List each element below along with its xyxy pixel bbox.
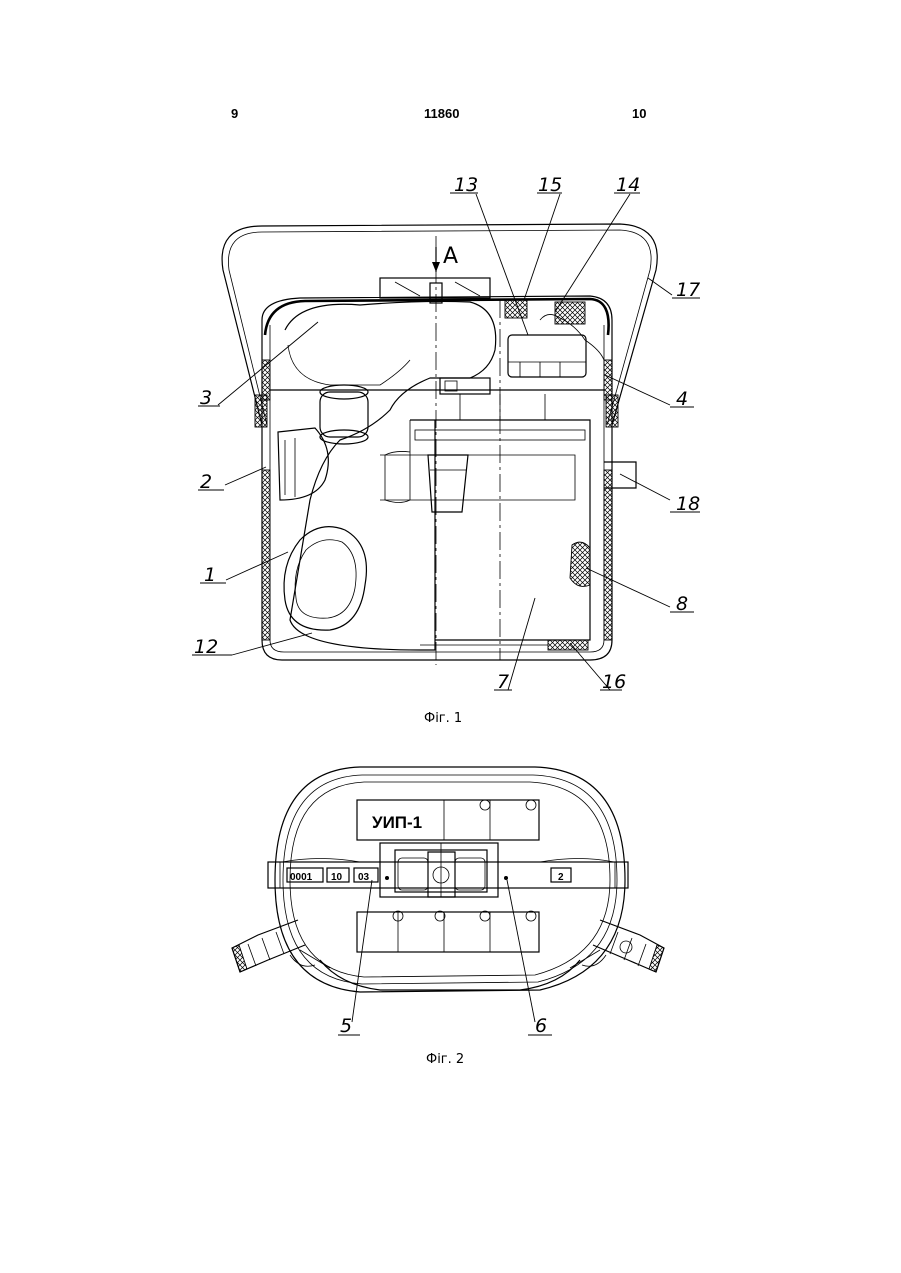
right-connector [582,920,664,972]
callout-15: 15 [538,174,562,196]
callout-13: 13 [454,174,478,196]
serial-box-3: 03 [358,872,370,883]
figure-2-caption: Фіг. 2 [426,1052,464,1067]
serial-box-1: 0001 [290,872,313,883]
left-connector [232,920,315,972]
plate-label: УИП-1 [372,813,422,832]
callout-18: 18 [676,493,700,515]
callout-1: 1 [204,564,216,586]
figure-1: A 13 15 14 17 3 4 2 18 1 8 12 7 16 Фіг. … [192,174,700,726]
callout-4: 4 [676,388,688,410]
callout-2: 2 [200,471,212,493]
section-marker: A [443,244,458,269]
callout-12: 12 [194,636,218,658]
right-box: 2 [558,872,564,883]
callout-6: 6 [535,1015,547,1037]
callout-8: 8 [676,593,688,615]
figure-2: УИП-1 0001 10 03 2 [232,767,664,1067]
callout-5: 5 [340,1015,352,1037]
callout-16: 16 [602,671,626,693]
callout-7: 7 [497,671,509,693]
callout-14: 14 [616,174,640,196]
hood [285,301,496,650]
serial-box-2: 10 [331,872,343,883]
figure-1-caption: Фіг. 1 [424,711,462,726]
callout-17: 17 [676,279,700,301]
housing [262,296,612,660]
callout-3: 3 [200,387,212,409]
